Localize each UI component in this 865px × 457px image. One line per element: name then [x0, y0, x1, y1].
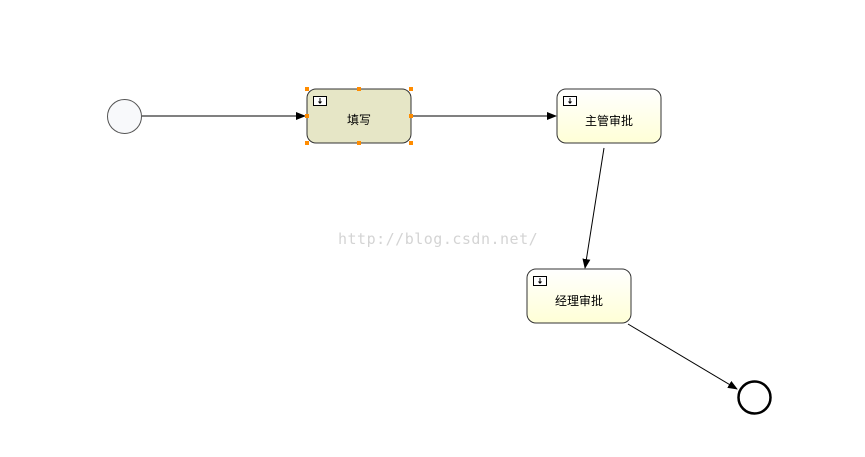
start-event[interactable] [107, 99, 142, 134]
task-supervisor-approval-box[interactable] [556, 88, 662, 144]
selection-handle[interactable] [357, 87, 361, 91]
selection-handle[interactable] [357, 141, 361, 145]
user-task-icon [313, 96, 327, 106]
selection-handles[interactable] [305, 87, 413, 145]
user-task-icon [563, 96, 577, 106]
sequence-flow-manager-to-end[interactable] [627, 323, 738, 390]
selection-handle[interactable] [409, 114, 413, 118]
task-supervisor-approval[interactable]: 主管审批 [556, 88, 662, 144]
selection-handle[interactable] [305, 141, 309, 145]
task-manager-approval-box[interactable] [526, 268, 632, 324]
task-manager-approval[interactable]: 经理审批 [526, 268, 632, 324]
selection-handle[interactable] [305, 87, 309, 91]
task-label: 填写 [347, 113, 371, 127]
task-label: 经理审批 [555, 293, 603, 308]
selection-handle[interactable] [409, 87, 413, 91]
end-event[interactable] [737, 380, 772, 415]
watermark-text: http://blog.csdn.net/ [338, 230, 538, 248]
task-fill[interactable]: 填写 [305, 87, 413, 145]
selection-handle[interactable] [409, 141, 413, 145]
task-label: 主管审批 [585, 113, 633, 128]
sequence-flow-supervisor-to-manager[interactable] [582, 147, 605, 269]
selection-handle[interactable] [305, 114, 309, 118]
user-task-icon [533, 276, 547, 286]
